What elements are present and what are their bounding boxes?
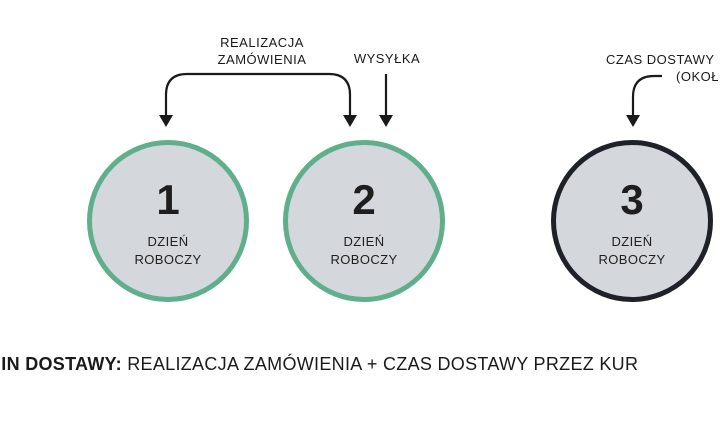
wysylka-label: WYSYŁKA: [353, 51, 421, 66]
day-label-line2: ROBOCZY: [330, 252, 398, 267]
arrowhead-left: [159, 115, 173, 127]
day-label-line2: ROBOCZY: [134, 252, 202, 267]
day-label: DZIEŃ ROBOCZY: [598, 233, 665, 269]
realizacja-line1: REALIZACJA: [220, 35, 304, 50]
caption-bold: MIN DOSTAWY:: [0, 354, 122, 374]
caption-rest: REALIZACJA ZAMÓWIENIA + CZAS DOSTAWY PRZ…: [121, 354, 639, 374]
day-circle-3: 3 DZIEŃ ROBOCZY: [551, 140, 713, 302]
czas-label: CZAS DOSTAWY (OKOŁ: [606, 51, 719, 85]
arrowhead-wysylka: [379, 115, 393, 127]
delivery-formula-caption: MIN DOSTAWY: REALIZACJA ZAMÓWIENIA + CZA…: [0, 354, 706, 375]
arrowhead-right: [343, 115, 357, 127]
day-number: 2: [352, 176, 376, 223]
day-number: 3: [620, 176, 644, 223]
day-circle-2: 2 DZIEŃ ROBOCZY: [283, 140, 445, 302]
day-number: 1: [156, 176, 180, 223]
day-label-line1: DZIEŃ: [611, 234, 653, 249]
czas-line2: (OKOŁ: [676, 69, 719, 84]
day-label-line1: DZIEŃ: [343, 234, 385, 249]
day-label: DZIEŃ ROBOCZY: [134, 233, 201, 269]
day-circle-1: 1 DZIEŃ ROBOCZY: [87, 140, 249, 302]
realizacja-label: REALIZACJA ZAMÓWIENIA: [218, 34, 307, 68]
day-label-line2: ROBOCZY: [598, 252, 666, 267]
day-label: DZIEŃ ROBOCZY: [330, 233, 397, 269]
czas-arrow: [631, 74, 662, 120]
day-label-line1: DZIEŃ: [147, 234, 189, 249]
arrowhead-czas: [626, 115, 640, 127]
bracket-arrow: [164, 72, 352, 122]
realizacja-line2: ZAMÓWIENIA: [217, 52, 307, 67]
czas-line1: CZAS DOSTAWY: [606, 52, 715, 67]
